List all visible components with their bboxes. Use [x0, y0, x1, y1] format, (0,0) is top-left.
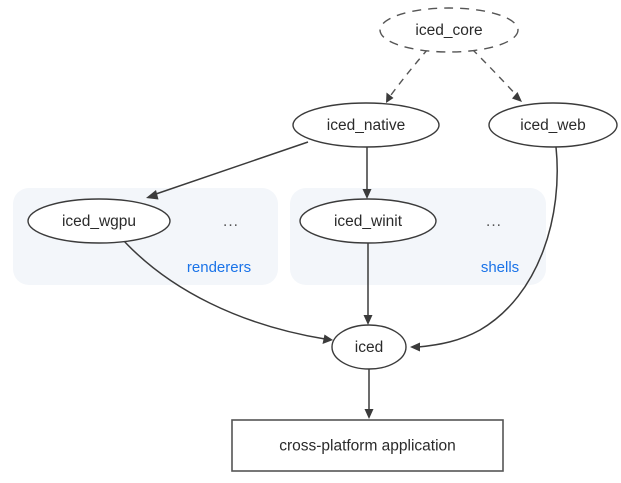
node-iced-winit-ellipse[interactable] [299, 198, 437, 244]
node-iced-wgpu-label: iced_wgpu [62, 213, 136, 230]
node-iced-web-ellipse[interactable] [488, 102, 618, 148]
node-iced-ellipse[interactable] [331, 324, 407, 370]
node-iced-label: iced [355, 339, 383, 356]
arrow-head-icon [362, 189, 372, 199]
edge-iced-core-to-iced-native [386, 48, 429, 103]
edge-line [417, 146, 558, 348]
edge-layer [123, 48, 558, 419]
node-iced-wgpu-ellipse[interactable] [27, 198, 171, 244]
node-cross-platform-application[interactable]: cross-platform application [231, 419, 504, 472]
arrow-head-icon [364, 409, 374, 419]
node-iced-native[interactable]: iced_native [292, 102, 440, 148]
node-iced-core-ellipse[interactable] [379, 7, 519, 53]
cluster-renderers-label: renderers [187, 259, 251, 276]
edge-line [152, 141, 309, 196]
cluster-shells-ellipsis: ... [486, 213, 502, 230]
edge-iced-web-to-iced [410, 146, 558, 352]
node-iced-web-label: iced_web [520, 117, 586, 134]
edge-iced-core-to-iced-web [471, 48, 522, 102]
node-iced-web[interactable]: iced_web [488, 102, 618, 148]
arrow-head-icon [363, 315, 373, 325]
edge-line [123, 240, 326, 340]
edge-iced-winit-to-iced [363, 243, 373, 325]
node-iced-wgpu[interactable]: iced_wgpu [27, 198, 171, 244]
arrow-head-icon [146, 190, 159, 200]
edge-iced-native-to-iced-winit [362, 147, 372, 199]
edge-iced-to-app [364, 369, 374, 419]
node-iced-native-ellipse[interactable] [292, 102, 440, 148]
node-cross-platform-application-label: cross-platform application [279, 438, 456, 455]
arrow-head-icon [512, 92, 522, 102]
node-iced-winit-label: iced_winit [334, 213, 403, 230]
node-iced-core[interactable]: iced_core [379, 7, 519, 53]
node-iced-core-label: iced_core [415, 22, 482, 39]
node-iced[interactable]: iced [331, 324, 407, 370]
cluster-renderers-ellipsis: ... [223, 213, 239, 230]
node-cross-platform-application-rect[interactable] [231, 419, 504, 472]
cluster-shells-label: shells [481, 259, 519, 276]
arrow-head-icon [410, 342, 420, 352]
edge-line [387, 48, 429, 100]
edge-line [471, 48, 520, 99]
arrow-head-icon [322, 334, 333, 344]
arrow-head-icon [386, 92, 394, 103]
node-iced-winit[interactable]: iced_winit [299, 198, 437, 244]
node-iced-native-label: iced_native [327, 117, 405, 134]
edge-iced-wgpu-to-iced [123, 240, 333, 344]
edge-iced-native-to-iced-wgpu [146, 141, 309, 200]
